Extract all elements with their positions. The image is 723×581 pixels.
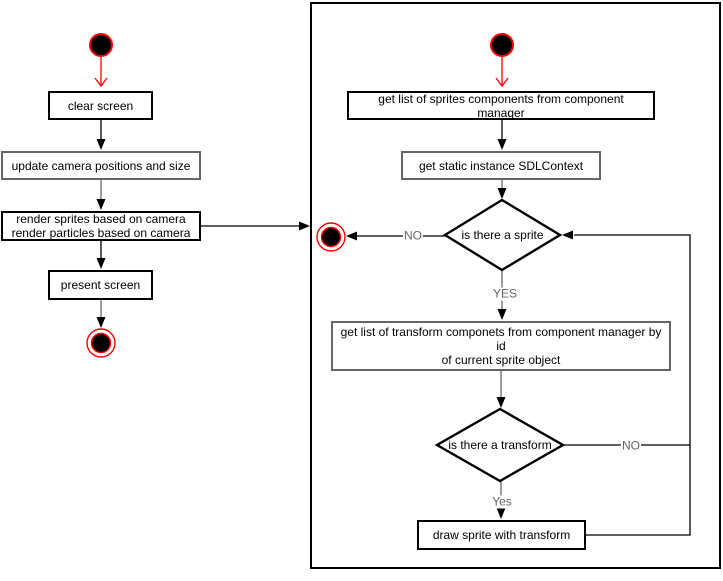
final-node-left — [86, 328, 116, 358]
edge-clear-to-update — [96, 120, 106, 150]
arrowhead-icon — [96, 139, 106, 150]
step-present-screen: present screen — [48, 270, 153, 300]
step-get-sprites-components: get list of sprites components from comp… — [347, 91, 655, 120]
edge-label-sprite-yes: YES — [491, 286, 519, 301]
start-node-left — [89, 33, 113, 57]
activity-boundary-rect — [310, 2, 721, 569]
edge-label-sprite-no: NO — [403, 228, 423, 243]
arrowhead-icon — [299, 221, 310, 231]
edge-update-to-render — [96, 180, 106, 210]
step-get-sdl-context: get static instance SDLContext — [401, 151, 601, 180]
step-clear-screen: clear screen — [48, 91, 153, 120]
edge-label-transform-yes: Yes — [491, 494, 513, 509]
edge-start-to-clear-screen — [94, 57, 108, 88]
step-get-transform-components: get list of transform componets from com… — [331, 321, 671, 371]
edge-sprite-no-to-final — [346, 231, 445, 241]
decision-diamond-transform — [434, 407, 566, 483]
arrowhead-icon — [497, 188, 507, 199]
edge-start-to-get-sprites — [495, 57, 509, 88]
arrowhead-icon — [496, 508, 506, 519]
decision-diamond-sprite — [442, 198, 563, 272]
final-node-right — [316, 222, 346, 252]
edge-sdl-to-sprite-decision — [497, 180, 507, 199]
arrowhead-icon — [562, 230, 573, 240]
step-update-camera: update camera positions and size — [1, 151, 201, 180]
edge-transforms-to-decision — [496, 371, 506, 408]
edge-draw-sprite-loop — [586, 445, 691, 536]
open-arrowhead-icon — [94, 77, 108, 88]
edge-present-to-final — [96, 300, 106, 328]
step-render-sprites-particles: render sprites based on camera render pa… — [1, 211, 201, 241]
step-draw-sprite: draw sprite with transform — [417, 520, 586, 550]
arrowhead-icon — [497, 139, 507, 150]
arrowhead-icon — [496, 397, 506, 408]
arrowhead-icon — [497, 309, 507, 320]
edge-label-transform-no: NO — [621, 438, 641, 453]
arrowhead-icon — [96, 258, 106, 269]
arrowhead-icon — [96, 199, 106, 210]
edge-render-to-activity — [201, 221, 310, 231]
arrowhead-icon — [346, 231, 357, 241]
edge-render-to-present — [96, 241, 106, 269]
edge-sprites-to-sdl — [497, 120, 507, 150]
arrowhead-icon — [96, 317, 106, 328]
start-node-right — [490, 33, 514, 57]
open-arrowhead-icon — [495, 77, 509, 88]
